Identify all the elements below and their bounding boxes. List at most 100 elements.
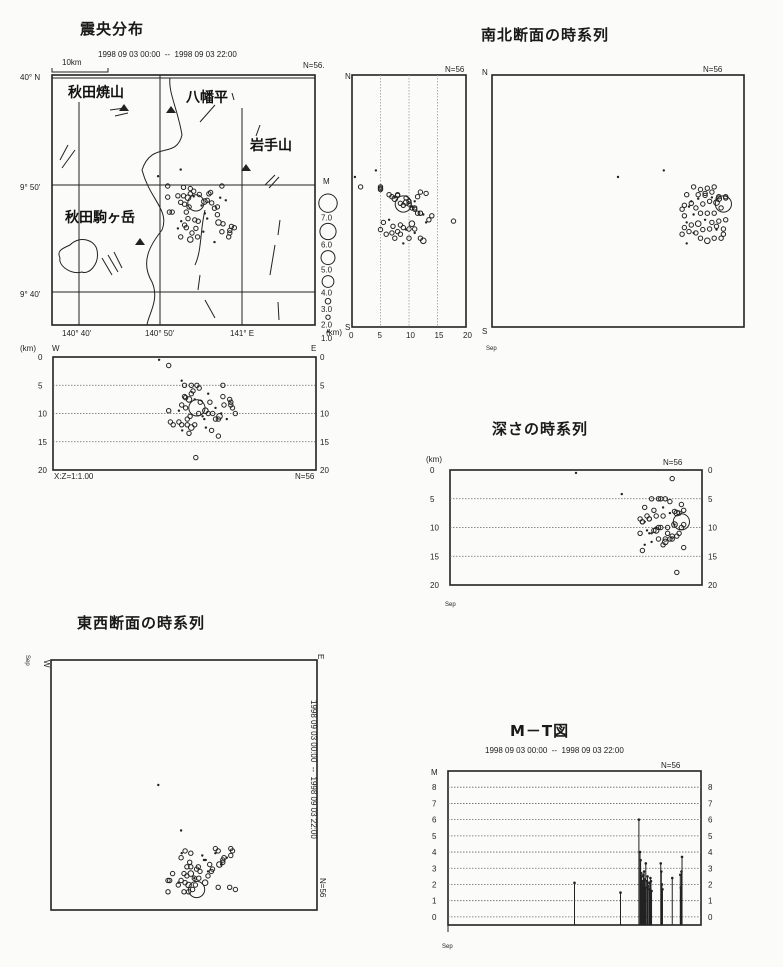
- ew-time-point: [215, 884, 221, 890]
- we-section-point: [182, 405, 189, 411]
- legend-symbol: [320, 250, 336, 266]
- epicenter-point: [214, 212, 221, 218]
- ns-time-point: [693, 205, 699, 211]
- mt-event-point: [649, 879, 653, 883]
- we-section-point: [177, 409, 181, 412]
- mt-event-point: [660, 883, 664, 886]
- ns-time-point: [679, 206, 685, 212]
- ns-section-point: [408, 220, 416, 227]
- mt-y-tick-right: 6: [708, 816, 713, 825]
- we-section-point: [204, 426, 208, 429]
- ns-time-point: [697, 235, 704, 241]
- ew-time-point: [205, 873, 211, 879]
- mt-events: [573, 818, 684, 925]
- ns-time-point: [709, 189, 715, 195]
- epicenter-point: [189, 230, 195, 236]
- mt-event-point: [642, 870, 646, 873]
- epicenter-point: [201, 198, 208, 205]
- depth-time-point: [637, 530, 643, 536]
- we-section-point: [157, 358, 161, 361]
- depth-time-point: [667, 498, 673, 505]
- ew-time-point: [187, 870, 195, 877]
- mt-y-tick-right: 0: [708, 913, 713, 922]
- ns-time-point: [681, 224, 688, 231]
- ns-time-frame: [491, 74, 745, 328]
- ns-time-point: [711, 235, 717, 241]
- ew-time-point: [227, 884, 233, 890]
- ew-time-point: [182, 880, 188, 886]
- volcano-icon-hachimantai: [166, 106, 176, 113]
- legend-symbol: [326, 330, 330, 333]
- ns-section-point: [392, 235, 398, 241]
- ns-x-tick: 10: [406, 331, 415, 340]
- ns-time-point: [692, 231, 695, 235]
- ns-section-point: [413, 200, 416, 203]
- ns-time-point: [697, 210, 704, 216]
- we-section-point: [220, 382, 226, 388]
- depth-time-point: [658, 496, 664, 502]
- ew-time-point: [202, 858, 206, 862]
- epicenter-point: [175, 193, 181, 199]
- ns-section-point: [423, 190, 429, 197]
- depth-time-point: [674, 569, 680, 576]
- ns-section-points: [353, 169, 457, 245]
- epicenter-point: [178, 234, 184, 240]
- mt-y-tick-right: 3: [708, 864, 713, 873]
- epicenter-point: [220, 221, 226, 227]
- place-iwatesan: 岩手山: [249, 137, 292, 154]
- ew-time-point: [178, 877, 184, 884]
- legend-symbol: [319, 222, 337, 241]
- depth-time-point: [668, 511, 672, 515]
- ns-section-point: [377, 226, 384, 233]
- ns-time-point: [700, 201, 706, 207]
- epicenter-point: [165, 194, 171, 200]
- ns-section-point: [407, 197, 411, 200]
- ns-time-point: [662, 169, 665, 172]
- ns-section-point: [389, 230, 395, 236]
- we-section-point: [176, 419, 182, 425]
- we-section-point: [181, 382, 188, 388]
- epicenter-point: [224, 199, 227, 202]
- we-section-point: [193, 454, 199, 461]
- ew-time-point: [201, 879, 209, 887]
- ns-km-label: (km): [326, 328, 342, 337]
- ns-section-point: [377, 186, 384, 193]
- epicenter-point: [202, 230, 205, 233]
- lon-label-140-40: 140° 40': [62, 329, 92, 338]
- depth-time-point: [648, 496, 655, 502]
- we-section-point: [228, 402, 234, 408]
- legend-label: 7.0: [321, 213, 333, 222]
- legend-symbol: [325, 314, 331, 320]
- we-y-tick-left: 5: [38, 381, 43, 390]
- place-hachimantai: 八幡平: [185, 89, 228, 106]
- ns-section-point: [380, 219, 387, 226]
- ew-time-point: [167, 877, 173, 884]
- depth-time-point: [655, 536, 662, 542]
- ew-time-point: [219, 863, 223, 866]
- ns-time-point: [692, 213, 695, 216]
- epicenter-point: [231, 225, 238, 231]
- ew-time-point: [157, 783, 160, 787]
- mt-y-tick-right: 8: [708, 783, 713, 792]
- ns-x-tick: 20: [463, 331, 472, 340]
- ns-time-point: [685, 242, 688, 245]
- epicenter-point: [192, 217, 198, 223]
- volcano-icon-akita-komagatake: [135, 238, 145, 245]
- scale-bar: [51, 68, 109, 73]
- ns-time-point: [690, 200, 693, 203]
- ns-time-point: [687, 205, 691, 208]
- we-y-tick-left: 15: [38, 438, 47, 447]
- mt-y-tick-left: 0: [432, 913, 437, 922]
- depth-time-point: [655, 526, 658, 529]
- depth-time-point: [681, 507, 687, 513]
- ew-time-point: [208, 868, 215, 875]
- depth-time-point: [671, 508, 678, 515]
- depth-time-point: [643, 520, 646, 523]
- epicenter-point: [227, 227, 233, 234]
- epicenter-point: [169, 209, 175, 215]
- we-section-point: [207, 392, 210, 395]
- ns-section-point: [412, 205, 418, 211]
- mt-event-point: [638, 850, 642, 854]
